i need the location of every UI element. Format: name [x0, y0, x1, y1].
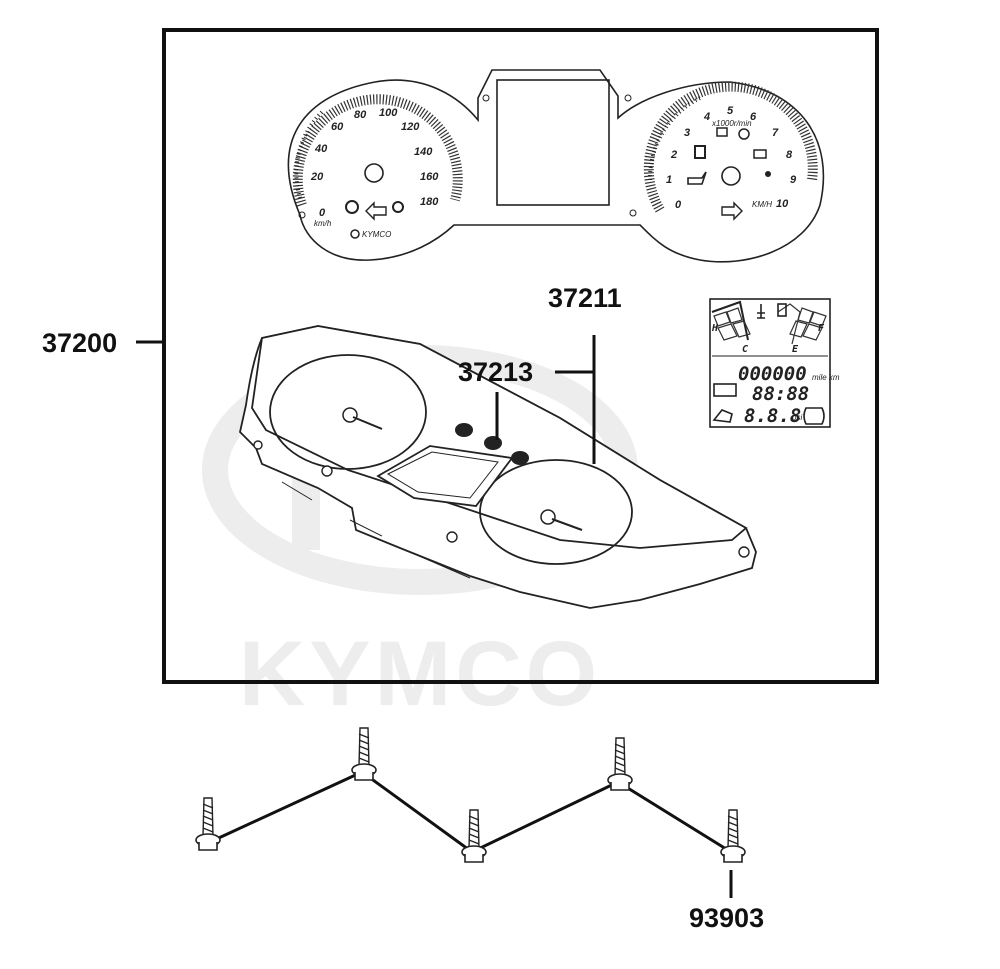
engine-warning-icon [738, 128, 750, 140]
tachometer-dial: 0 1 2 3 4 5 6 7 8 9 10 x1000r/min KM/H [643, 81, 818, 221]
screw [351, 727, 377, 781]
speed-tick-120: 120 [401, 121, 420, 133]
speed-tick-140: 140 [414, 146, 433, 158]
lcd-fuel-empty: E [792, 344, 799, 355]
lcd-temp-low: C [742, 344, 748, 355]
assembly-frame [162, 28, 879, 684]
tach-small-icon [765, 171, 771, 177]
lcd-fuel-full: F [818, 323, 825, 334]
tpms-icon [345, 200, 359, 214]
engine-lamp-icon [392, 201, 404, 213]
lcd-display: H C F E 000000 mile km 88:88 8.8.8 psi [709, 298, 840, 428]
rpm-multiplier: x1000r/min [711, 119, 752, 128]
speedometer-dial: 0 20 40 60 80 100 120 140 160 180 km/h K… [292, 94, 463, 239]
rpm-tick-9: 9 [790, 174, 797, 186]
watermark-text: KYMCO [239, 623, 601, 725]
lcd-odometer: 000000 [738, 363, 807, 385]
rpm-tick-7: 7 [772, 127, 779, 139]
screw [195, 797, 221, 851]
speed-tick-0: 0 [319, 207, 326, 219]
lcd-odo-unit: mile km [812, 373, 840, 382]
battery-icon [753, 149, 767, 159]
rpm-tick-1: 1 [666, 174, 672, 186]
speed-tick-160: 160 [420, 171, 439, 183]
rpm-tick-5: 5 [727, 105, 734, 117]
speed-tick-40: 40 [314, 143, 328, 155]
rpm-tick-4: 4 [703, 111, 710, 123]
fuel-pump-icon [694, 145, 706, 159]
rpm-tick-6: 6 [750, 111, 757, 123]
screw [461, 809, 487, 863]
speed-tick-100: 100 [379, 107, 398, 119]
speed-tick-20: 20 [310, 171, 324, 183]
rpm-tick-0: 0 [675, 199, 682, 211]
lcd-fuel-icon [777, 303, 787, 317]
gauge-face: 0 20 40 60 80 100 120 140 160 180 km/h K… [287, 69, 825, 263]
instrument-housing [239, 325, 757, 609]
lcd-gear: 8.8.8 [744, 405, 801, 427]
speed-brand: KYMCO [362, 230, 391, 239]
lcd-engine-icon [713, 383, 737, 397]
lcd-psi: psi [791, 413, 802, 422]
tach-speed-unit: KM/H [752, 200, 772, 209]
speed-tick-180: 180 [420, 196, 439, 208]
rpm-tick-10: 10 [776, 198, 789, 210]
leader-lines [136, 335, 733, 898]
rpm-tick-8: 8 [786, 149, 793, 161]
rpm-tick-3: 3 [684, 127, 690, 139]
headlight-icon [716, 127, 728, 137]
part-number-37200: 37200 [42, 328, 117, 358]
kymco-logo-icon [350, 229, 360, 239]
speed-tick-80: 80 [354, 109, 367, 121]
screw [607, 737, 633, 791]
part-number-37211: 37211 [548, 283, 622, 313]
part-number-37213: 37213 [458, 357, 533, 387]
right-turn-arrow-icon [721, 201, 743, 221]
coolant-temp-icon [757, 304, 765, 319]
left-turn-arrow-icon [365, 201, 387, 221]
screw [720, 809, 746, 863]
lcd-temp-high: H [711, 323, 719, 334]
lcd-clock: 88:88 [752, 383, 809, 405]
lcd-rider-icon [712, 409, 733, 423]
speed-unit: km/h [314, 219, 332, 228]
part-number-93903: 93903 [689, 903, 764, 933]
lcd-tire-pressure-icon [803, 407, 825, 425]
oil-can-icon [687, 171, 707, 185]
speed-tick-60: 60 [331, 121, 344, 133]
rpm-tick-2: 2 [670, 149, 677, 161]
